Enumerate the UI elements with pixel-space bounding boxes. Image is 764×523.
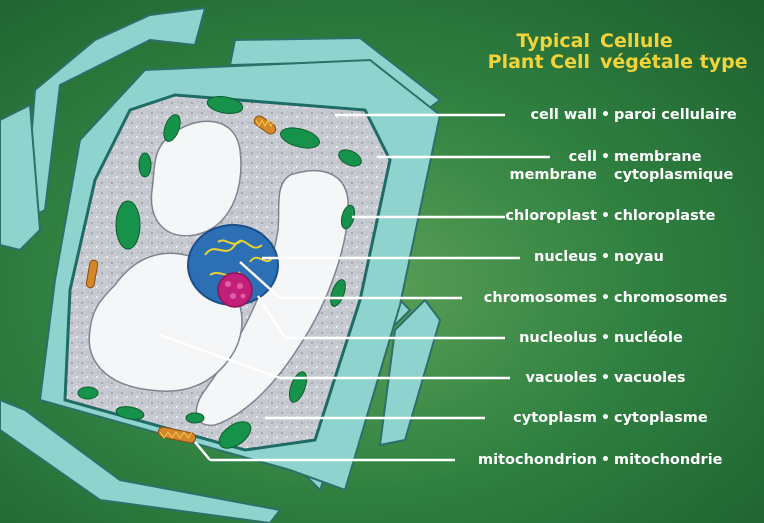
label-nucleolus-en: nucleolus (519, 330, 597, 347)
title-english-line-1: Typical (470, 31, 590, 52)
label-nucleus-fr: noyau (614, 249, 664, 266)
label-nucleus-en: nucleus (534, 249, 597, 266)
label-cell-membrane-en-2: membrane (509, 167, 597, 184)
label-cell-wall-en: cell wall (530, 107, 597, 124)
nucleolus (218, 273, 252, 307)
label-mitochondrion-en: mitochondrion (478, 452, 597, 469)
title-french: Cellule végétale type (600, 31, 748, 73)
label-chromosomes-fr: chromosomes (614, 290, 727, 307)
label-chloroplast-en: chloroplast (505, 208, 597, 225)
label-nucleolus-fr: nucléole (614, 330, 683, 347)
label-cytoplasm-en: cytoplasm (513, 410, 597, 427)
bullet: • (601, 208, 610, 224)
title-french-line-1: Cellule (600, 31, 748, 52)
bullet: • (601, 290, 610, 306)
label-chromosomes-en: chromosomes (484, 290, 597, 307)
label-cytoplasm-fr: cytoplasme (614, 410, 708, 427)
label-cell-wall-fr: paroi cellulaire (614, 107, 737, 124)
bullet: • (601, 107, 610, 123)
label-chloroplast-fr: chloroplaste (614, 208, 716, 225)
label-vacuoles-fr: vacuoles (614, 370, 686, 387)
label-cell-membrane-fr-2: cytoplasmique (614, 167, 733, 184)
label-cell-membrane-en-1: cell (569, 149, 597, 166)
bullet: • (601, 149, 610, 165)
label-vacuoles-en: vacuoles (525, 370, 597, 387)
bullet: • (601, 370, 610, 386)
label-mitochondrion-fr: mitochondrie (614, 452, 723, 469)
bullet: • (601, 249, 610, 265)
title-english-line-2: Plant Cell (470, 52, 590, 73)
title-french-line-2: végétale type (600, 52, 748, 73)
bullet: • (601, 330, 610, 346)
label-cell-membrane-fr-1: membrane (614, 149, 702, 166)
bullet: • (601, 452, 610, 468)
bullet: • (601, 410, 610, 426)
title-english: Typical Plant Cell (470, 31, 590, 73)
